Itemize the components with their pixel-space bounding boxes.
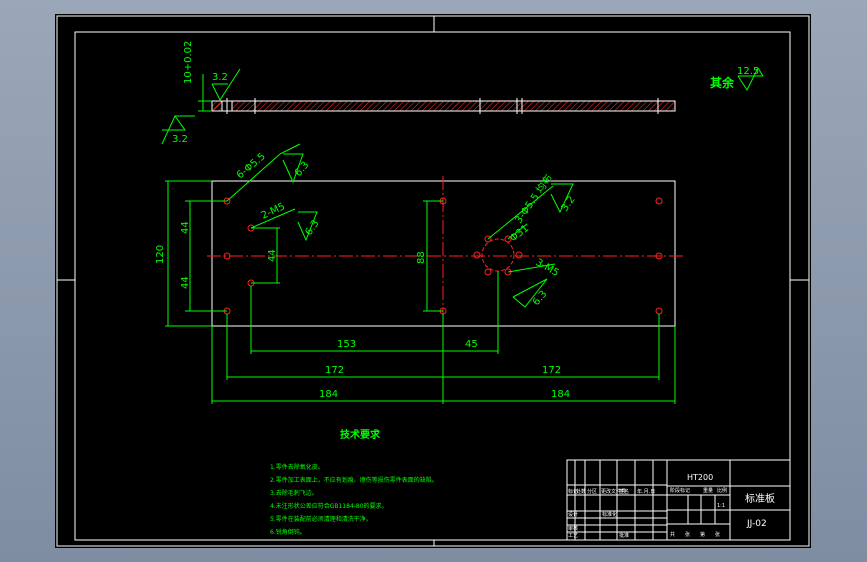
tb-label-zone: 分区 [587, 488, 597, 495]
dim-44-inner: 44 [267, 249, 278, 262]
note-1: 1.零件去除氧化皮。 [270, 463, 324, 471]
drawing-canvas: 10+0.02 3.2 3.2 其余 12.5 [55, 14, 811, 548]
tb-label-sign: 签名 [619, 488, 629, 495]
tb-label-date: 年.月.日 [637, 488, 655, 495]
technical-notes: 技术要求 1.零件去除氧化皮。 2.零件加工表面上，不应有划痕、擦伤等损伤零件表… [270, 428, 438, 536]
tb-label-standard: 标准化 [602, 511, 617, 518]
note-5: 5.零件在装配前必须清理和清洗干净。 [270, 515, 372, 523]
callout-3-ra: 3.2 [559, 194, 577, 213]
note-2: 2.零件加工表面上，不应有划痕、擦伤等损伤零件表面的缺陷。 [270, 476, 438, 484]
dim-45: 45 [465, 339, 478, 350]
tb-label-scale: 比例 [717, 487, 727, 494]
tb-label-count: 处数 [576, 488, 586, 495]
rest-label: 其余 [710, 75, 735, 90]
callout-pcd: Φ31 [508, 223, 531, 244]
tb-label-approve: 批准 [619, 532, 629, 539]
tb-label-weight: 重量 [703, 487, 713, 494]
note-3: 3.去除毛刺飞边。 [270, 489, 318, 497]
material: HT200 [687, 473, 713, 482]
callout-3-holes: 3-Φ5.5 均布 [513, 172, 555, 226]
rest-value: 12.5 [737, 66, 759, 77]
dim-172-left: 172 [325, 365, 344, 376]
thickness-dim: 10+0.02 [183, 41, 194, 84]
tb-label-review: 审核 [568, 525, 578, 532]
tb-label-no: 第 [700, 531, 705, 538]
tb-label-mark: 标记 [568, 488, 578, 495]
tb-scale: 1:1 [717, 503, 725, 509]
ra-side-value: 3.2 [172, 134, 188, 145]
note-4: 4.未注形状公差应符合GB1184-80的要求。 [270, 502, 388, 510]
tb-label-total: 共 [670, 531, 675, 538]
tb-label-design: 设计 [568, 511, 578, 518]
tb-label-sheet: 张 [715, 531, 720, 538]
callout-6-holes: 6-Φ5.5 [235, 151, 268, 181]
front-view: 120 44 44 44 88 153 45 172 172 184 184 [155, 143, 683, 404]
callout-2-ra: 6.3 [303, 218, 321, 237]
drawing-number: JJ-02 [746, 519, 767, 529]
dim-184-left: 184 [319, 389, 338, 400]
dim-44-top: 44 [180, 221, 191, 234]
callout-3m-ra: 6.3 [531, 289, 550, 308]
dim-44-bottom: 44 [180, 276, 191, 289]
note-6: 6.锐角倒钝。 [270, 528, 306, 536]
side-view: 10+0.02 3.2 3.2 [161, 41, 676, 145]
dim-153: 153 [337, 339, 356, 350]
dim-184-right: 184 [551, 389, 570, 400]
part-name: 标准板 [745, 492, 775, 505]
tb-label-sheets: 张 [685, 531, 690, 538]
callout-6-ra: 6.3 [293, 160, 312, 179]
dim-172-right: 172 [542, 365, 561, 376]
callout-3m-holes: 3-M5 [534, 257, 561, 279]
dim-120: 120 [155, 245, 166, 264]
dim-88: 88 [416, 251, 427, 264]
notes-title: 技术要求 [340, 428, 381, 441]
tb-label-process: 工艺 [568, 533, 578, 539]
rest-roughness: 其余 12.5 [710, 66, 764, 92]
title-block: HT200 标准板 JJ-02 标记 处数 分区 更改文件号 签名 年.月.日 … [566, 459, 791, 541]
tb-label-change: 更改文件号 [601, 488, 626, 495]
ra-top-value: 3.2 [212, 72, 228, 83]
tb-label-stage: 阶段标记 [670, 487, 690, 494]
outer-border [56, 15, 810, 547]
inner-border [74, 31, 791, 541]
